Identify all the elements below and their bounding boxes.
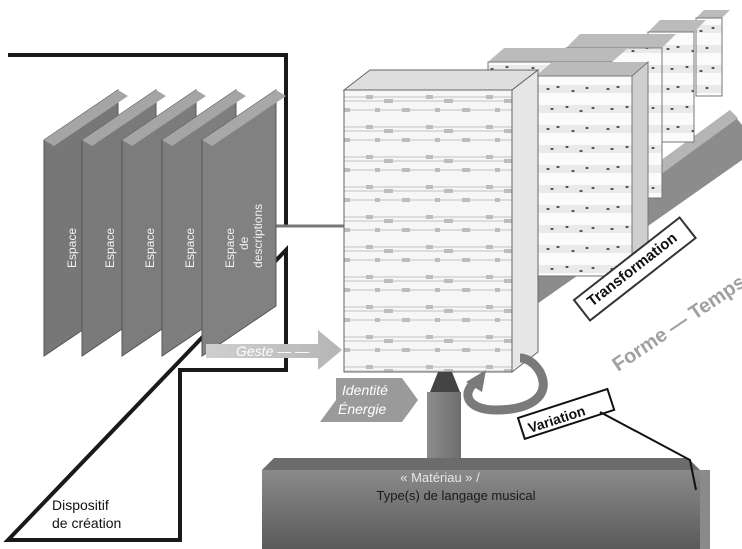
- variation-arrow: [463, 353, 548, 415]
- geste-arrow: [206, 330, 342, 370]
- base-block: [262, 458, 710, 549]
- materiau-line2: Type(s) de langage musical: [377, 488, 536, 503]
- dispositif-label-2: de création: [52, 515, 121, 531]
- pedestal-top: [430, 372, 460, 392]
- panel-4-label: Espace: [183, 228, 197, 268]
- variation-bracket: [599, 411, 697, 491]
- panel-1-label: Espace: [65, 228, 79, 268]
- score-page-1: [535, 60, 649, 278]
- variation-box: [516, 387, 616, 441]
- transformation-box: [572, 216, 698, 322]
- energie-label: Énergie: [338, 401, 386, 417]
- panel-3-label: Espace: [143, 228, 157, 268]
- panel-5-label-3: descriptions: [251, 204, 265, 268]
- identite-shape: [320, 378, 418, 422]
- pedestal: [427, 392, 461, 468]
- panel-5: [201, 89, 286, 357]
- main-score-box: [342, 68, 540, 374]
- identite-label: Identité: [342, 382, 388, 398]
- panel-5-label-1: Espace: [223, 228, 237, 268]
- panel-5-label-2: de: [237, 236, 251, 250]
- panel-2-label: Espace: [103, 228, 117, 268]
- dispositif-label-1: Dispositif: [52, 497, 109, 513]
- materiau-line1: « Matériau » /: [400, 470, 480, 485]
- score-page-5: [695, 10, 730, 97]
- geste-label: Geste — —: [236, 343, 310, 359]
- variation-arrowhead: [466, 370, 486, 392]
